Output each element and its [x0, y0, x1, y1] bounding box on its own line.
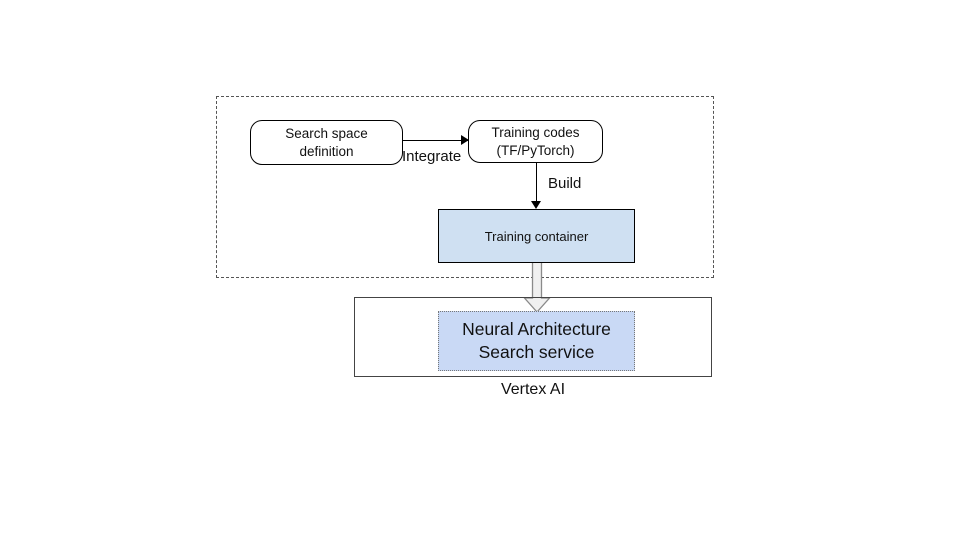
node-search-space-definition-text: Search space definition [285, 125, 368, 161]
node-neural-architecture-search-service[interactable]: Neural Architecture Search service [438, 311, 635, 371]
node-nas-text: Neural Architecture Search service [462, 318, 611, 364]
node-nas-line-1: Neural Architecture [462, 319, 611, 340]
node-search-space-line-1: Search space [285, 125, 368, 141]
node-search-space-line-2: definition [299, 143, 354, 159]
dashed-group-container [216, 96, 714, 278]
build-edge-label: Build [548, 175, 582, 192]
node-training-codes-line-1: Training codes [491, 124, 580, 140]
vertex-ai-caption: Vertex AI [500, 381, 566, 398]
node-nas-line-2: Search service [478, 342, 595, 362]
node-training-codes[interactable]: Training codes (TF/PyTorch) [468, 120, 603, 163]
node-search-space-definition[interactable]: Search space definition [250, 120, 403, 165]
node-training-codes-text: Training codes (TF/PyTorch) [491, 124, 579, 160]
node-training-container[interactable]: Training container [438, 209, 635, 263]
node-training-container-label: Training container [484, 228, 589, 244]
integrate-edge-label: Integrate [402, 148, 462, 165]
node-training-codes-line-2: (TF/PyTorch) [496, 142, 575, 158]
